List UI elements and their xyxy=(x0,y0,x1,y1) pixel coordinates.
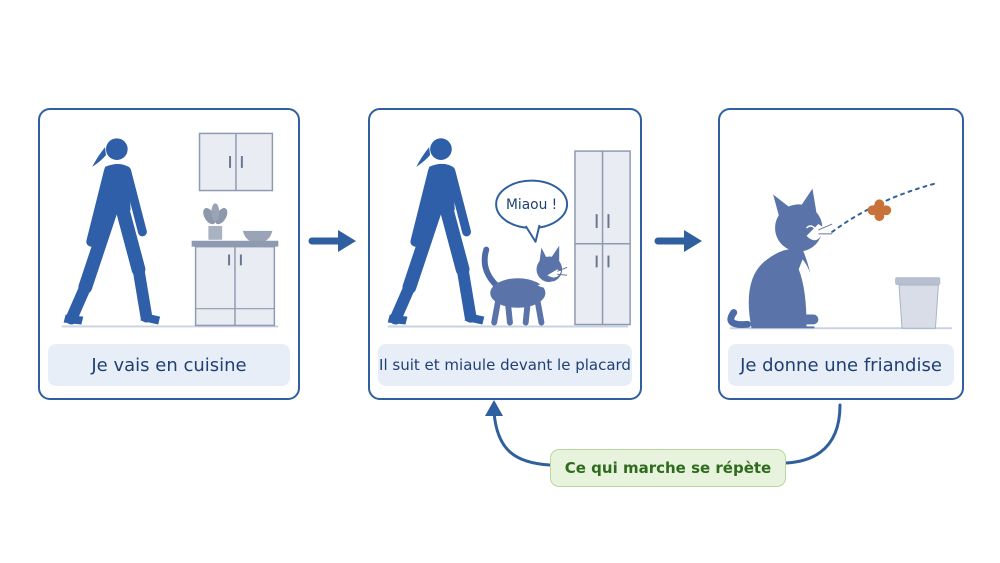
speech-bubble-text: Miaou ! xyxy=(506,197,557,213)
treat-scene xyxy=(727,181,953,330)
step-panel-cat-follows: Miaou ! xyxy=(368,108,642,400)
loop-label: Ce qui marche se répète xyxy=(550,449,786,487)
step-caption: Je vais en cuisine xyxy=(48,344,290,386)
kitchen-scene xyxy=(61,132,279,328)
woman-walking-icon xyxy=(387,138,485,325)
plant-icon xyxy=(203,203,228,240)
bowl-icon xyxy=(242,230,273,243)
cat-sitting-icon xyxy=(727,188,833,329)
tall-cupboard-icon xyxy=(574,150,631,326)
cat-follows-scene: Miaou ! xyxy=(387,138,631,328)
step-panel-treat: Je donne une friandise xyxy=(718,108,964,400)
trash-bin-icon xyxy=(895,277,941,329)
counter-cabinet-icon xyxy=(191,240,279,327)
step-caption: Il suit et miaule devant le placard xyxy=(378,344,632,386)
wall-cabinet-icon xyxy=(198,132,274,192)
arrow-right-icon xyxy=(654,230,702,252)
cat-walking-icon xyxy=(481,245,568,326)
treat-icon xyxy=(867,199,892,222)
step-panel-kitchen: Je vais en cuisine xyxy=(38,108,300,400)
arrow-right-icon xyxy=(308,230,356,252)
speech-bubble-icon: Miaou ! xyxy=(495,179,569,243)
woman-walking-icon xyxy=(63,138,161,325)
step-caption: Je donne une friandise xyxy=(728,344,954,386)
